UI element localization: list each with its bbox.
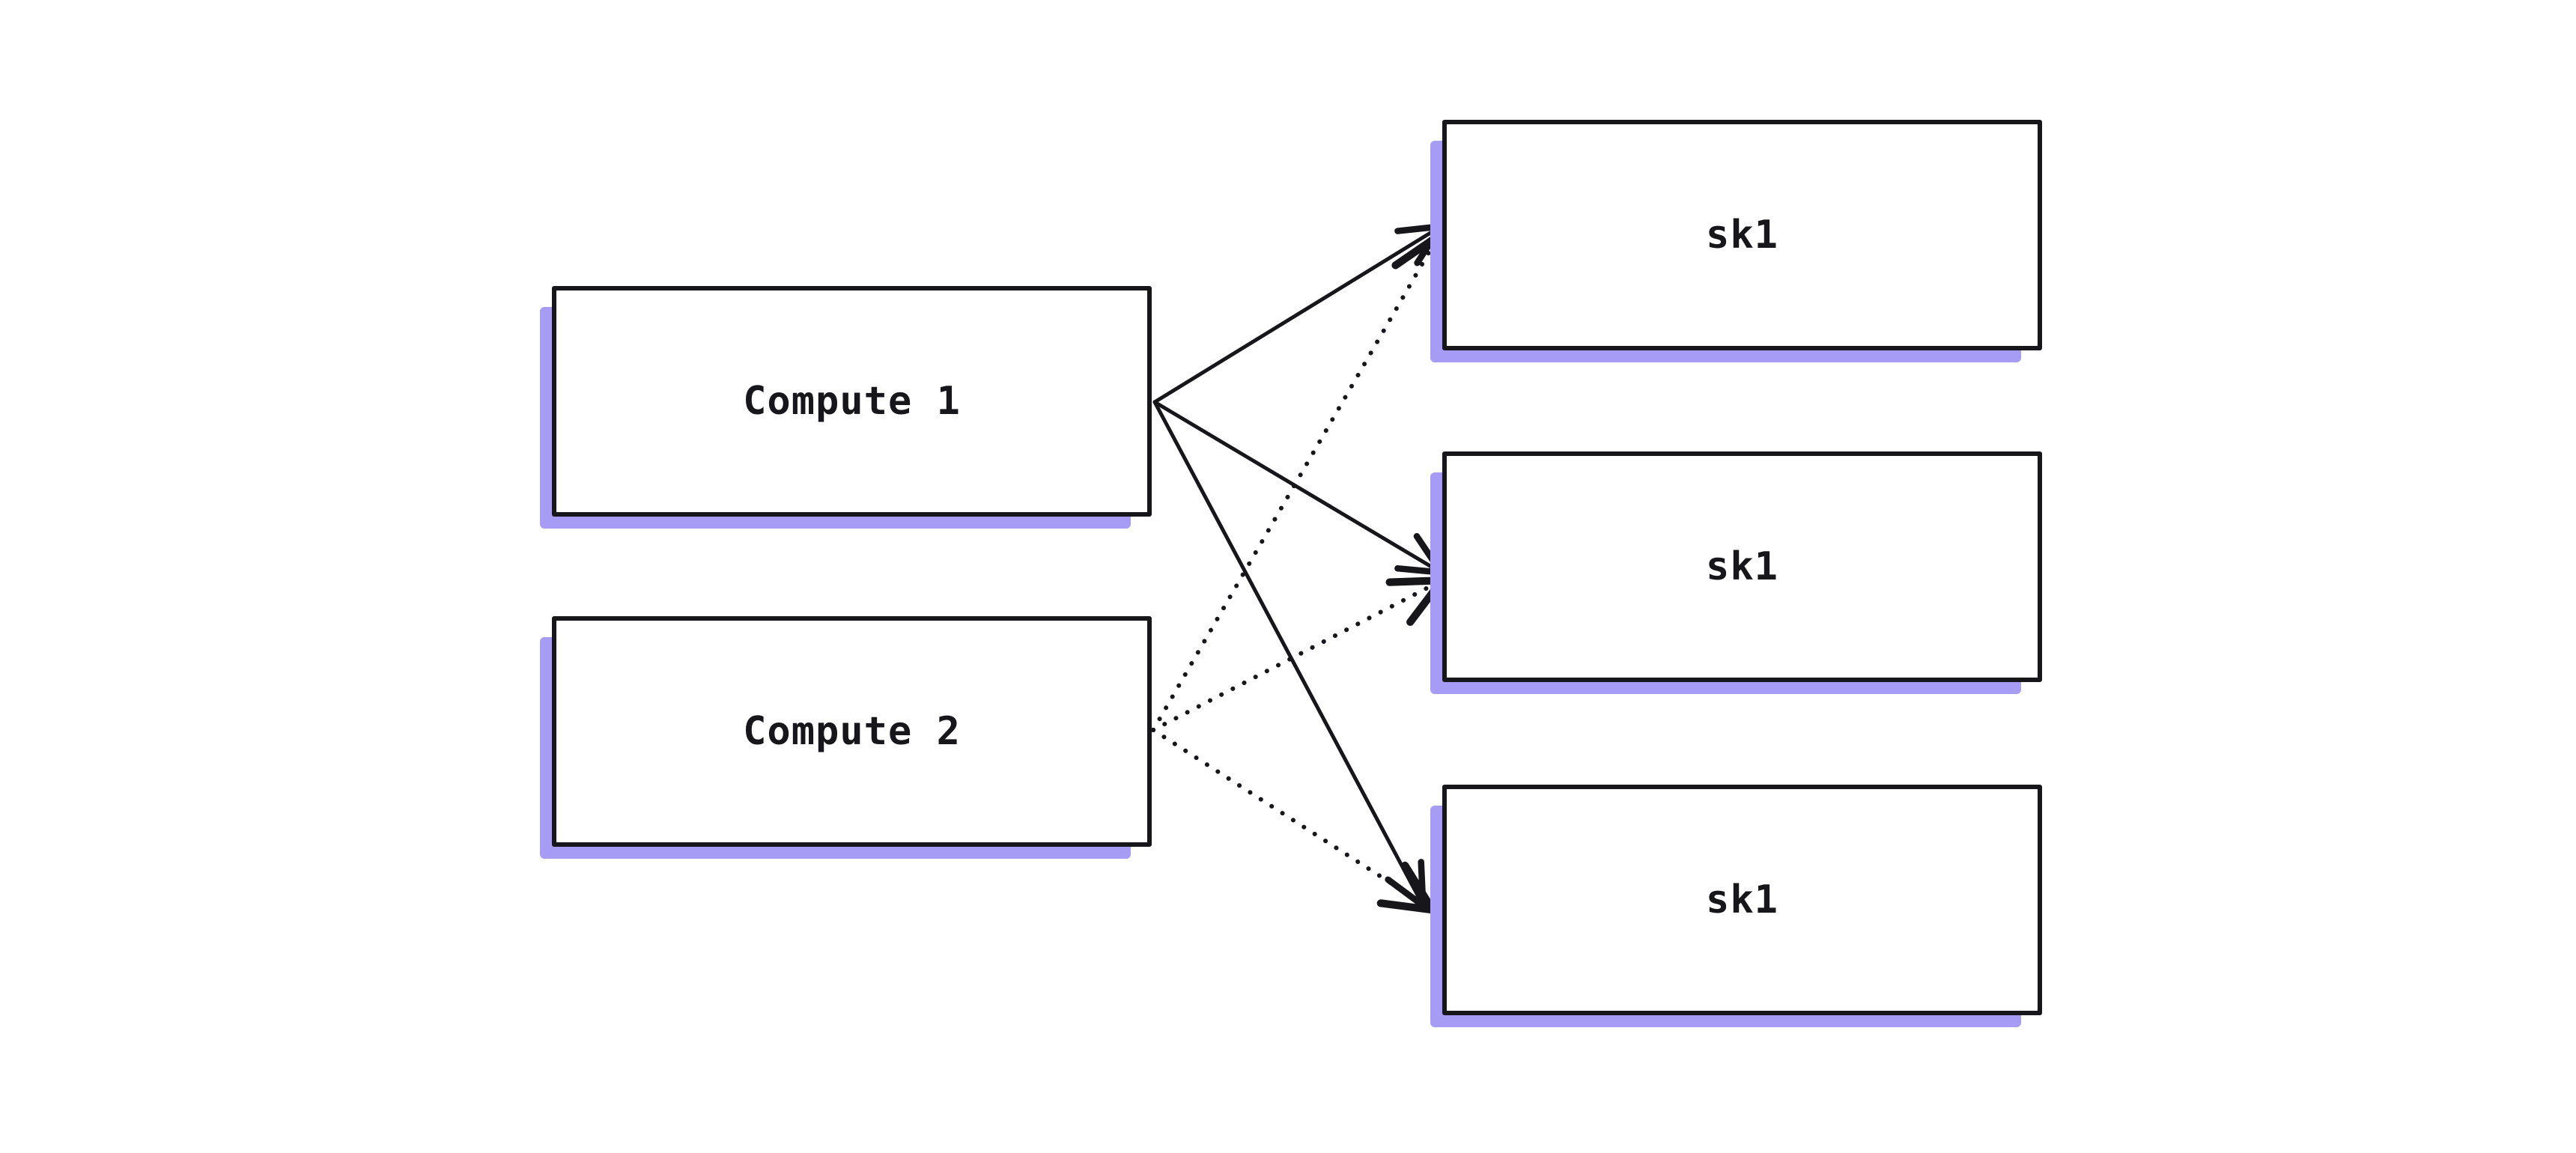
- node-sk1-3[interactable]: sk1: [1430, 785, 2042, 1027]
- node-sk1-3-label: sk1: [1706, 877, 1778, 922]
- node-compute-2-label: Compute 2: [743, 709, 961, 754]
- node-compute-1-label: Compute 1: [743, 379, 961, 424]
- node-sk1-2[interactable]: sk1: [1430, 451, 2042, 694]
- node-sk1-1-label: sk1: [1706, 213, 1778, 258]
- node-sk1-1[interactable]: sk1: [1430, 120, 2042, 362]
- node-compute-1[interactable]: Compute 1: [540, 286, 1152, 529]
- node-sk1-2-label: sk1: [1706, 544, 1778, 589]
- node-compute-2[interactable]: Compute 2: [540, 616, 1152, 859]
